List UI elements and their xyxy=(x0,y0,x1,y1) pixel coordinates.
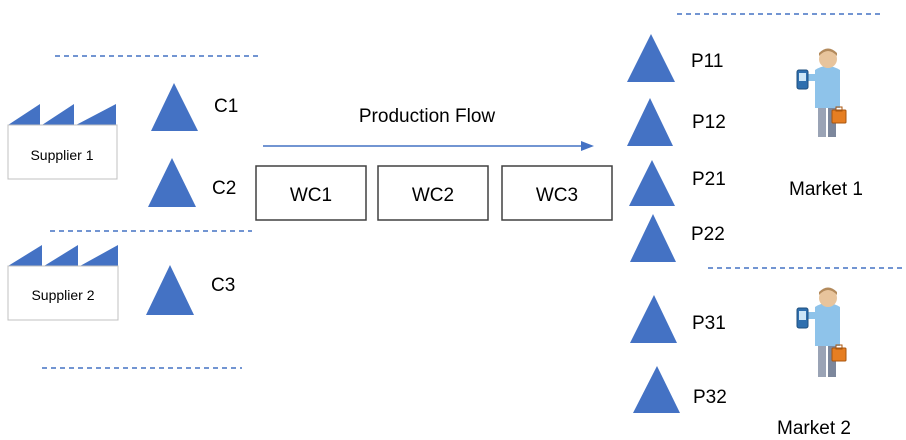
divider-lines xyxy=(42,13,906,369)
market-2: Market 2 xyxy=(777,287,851,439)
businessman-icon xyxy=(796,48,847,137)
supplier-2: Supplier 2 xyxy=(7,245,119,321)
work-center-wc3-label: WC3 xyxy=(536,185,578,206)
production-flow-label: Production Flow xyxy=(359,106,496,127)
components: C1 C2 C3 xyxy=(146,83,238,315)
product-p31-triangle xyxy=(630,295,677,343)
work-center-wc3-box xyxy=(501,165,613,221)
product-p32-label: P32 xyxy=(693,387,727,408)
component-c2-label: C2 xyxy=(212,178,236,199)
product-p31-label: P31 xyxy=(692,313,726,334)
product-p22-triangle xyxy=(630,214,676,262)
factory-icon xyxy=(7,245,119,321)
work-center-wc2-box xyxy=(377,165,489,221)
component-c1-triangle xyxy=(151,83,198,131)
product-p11-triangle xyxy=(627,34,675,82)
work-centers: WC1 WC2 WC3 xyxy=(255,165,613,221)
product-p11-label: P11 xyxy=(691,51,723,72)
product-p12-triangle xyxy=(627,98,673,146)
market-1: Market 1 xyxy=(789,48,863,200)
products: P11 P12 P21 P22 P31 P32 xyxy=(627,34,727,413)
work-center-wc2-label: WC2 xyxy=(412,185,454,206)
supplier-1: Supplier 1 xyxy=(7,104,118,180)
component-c1-label: C1 xyxy=(214,96,238,117)
businessman-icon xyxy=(796,287,847,377)
component-c3-triangle xyxy=(146,265,194,315)
product-p22-label: P22 xyxy=(691,224,725,245)
work-center-wc1-label: WC1 xyxy=(290,185,332,206)
production-flow-arrow xyxy=(263,141,594,151)
market-1-label: Market 1 xyxy=(789,179,863,200)
component-c3-label: C3 xyxy=(211,275,235,296)
component-c2-triangle xyxy=(148,158,196,207)
market-2-label: Market 2 xyxy=(777,418,851,439)
supplier-1-label: Supplier 1 xyxy=(30,147,93,163)
product-p32-triangle xyxy=(633,366,680,413)
product-p21-label: P21 xyxy=(692,169,726,190)
product-p21-triangle xyxy=(629,160,675,206)
factory-icon xyxy=(7,104,118,180)
supplier-2-label: Supplier 2 xyxy=(31,287,94,303)
product-p12-label: P12 xyxy=(692,112,726,133)
work-center-wc1-box xyxy=(255,165,367,221)
